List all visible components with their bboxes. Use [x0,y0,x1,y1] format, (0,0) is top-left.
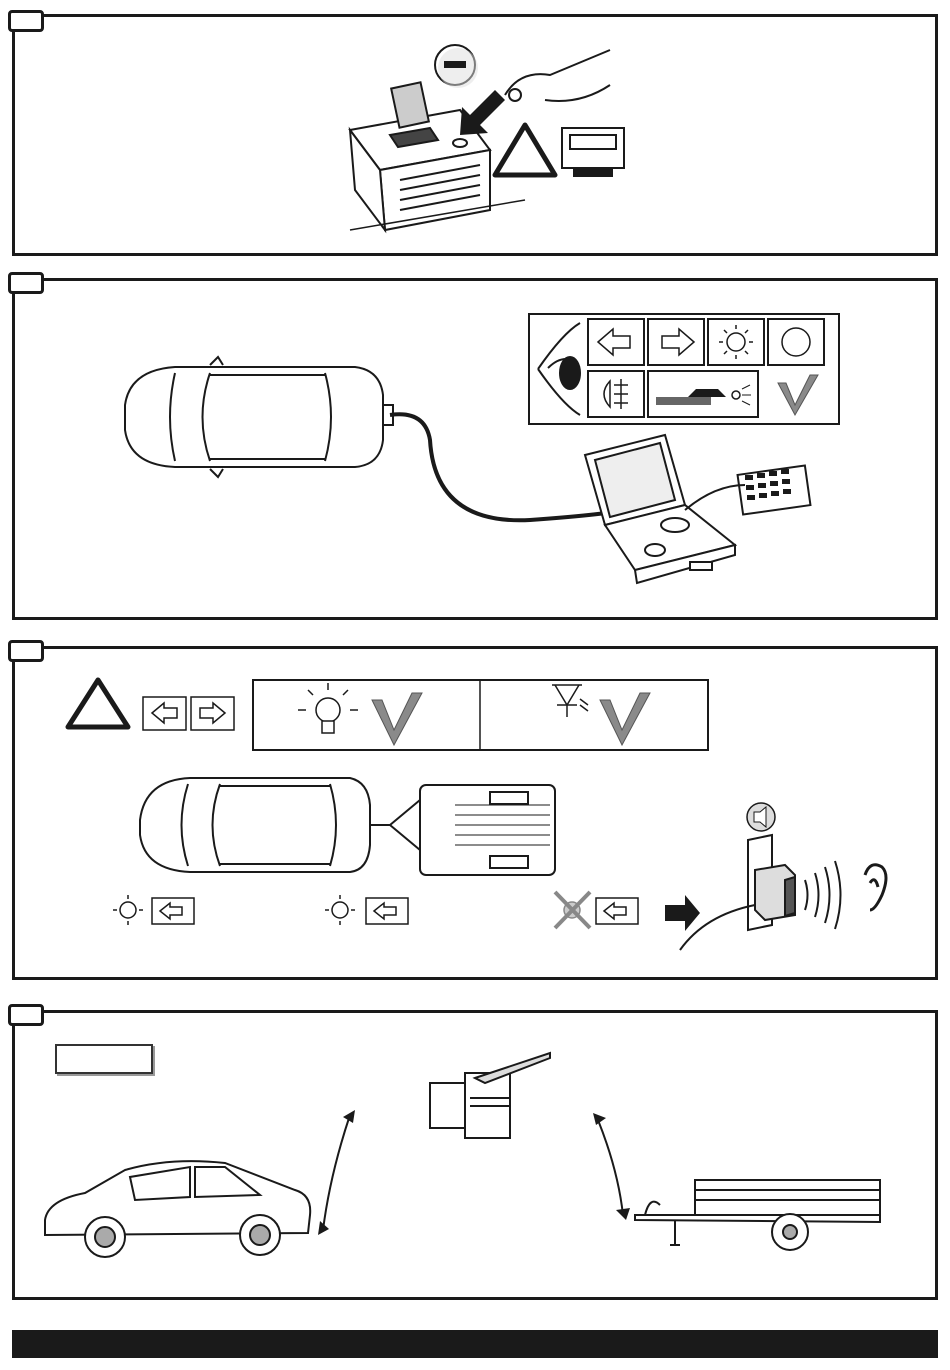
indicator-lamp-on-rear [325,895,408,925]
step-4-number [8,1004,44,1026]
step-1-number [8,10,44,32]
battery-icon [350,82,490,230]
radio-icon [562,128,624,176]
ear-icon [865,865,886,910]
footer-bar [12,1330,938,1358]
minus-sign-icon [435,45,478,88]
battery-disconnect-illustration [330,40,660,240]
code-label-box [55,1044,153,1074]
warning-and-indicators [60,675,720,755]
step-2-number [8,272,44,294]
step-3-number [8,640,44,662]
lights-check-chart [528,313,840,425]
circle-icon [782,328,810,356]
buzzer-illustration [660,795,900,960]
adapter-module-illustration [425,1048,555,1143]
car-trailer-top-view [100,770,670,935]
warning-triangle-icon [68,680,128,727]
indicator-lamp-failed [555,892,638,928]
arrow-right-icon [665,895,700,931]
arrow-icon [460,90,505,135]
car-top-view-illustration [115,355,395,480]
warning-triangle-icon [495,125,555,175]
sedan-side-view [40,1155,320,1260]
case-handle-icon [690,562,712,570]
indicator-lamp-on-front [113,895,194,925]
tester-case-illustration [575,425,825,595]
trailer-side-view [630,1170,890,1260]
connection-arrow-left [315,1105,360,1235]
